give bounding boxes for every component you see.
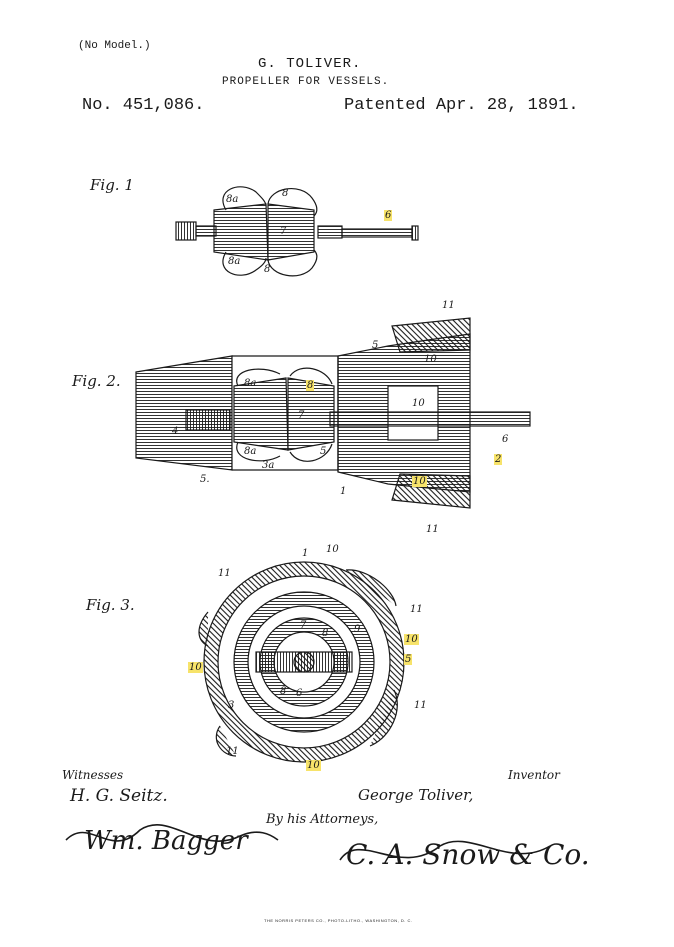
fig2-ref-10-mid: 10 (412, 398, 425, 409)
patent-date: Patented Apr. 28, 1891. (344, 96, 579, 115)
fig2-ref-5-mid: 5 (320, 446, 327, 457)
witnesses-label: Witnesses (62, 768, 124, 782)
fig3-ref-1: 1 (302, 548, 309, 559)
fig2-ref-2: 2 (494, 454, 503, 465)
inventor-title: G. TOLIVER. (258, 56, 362, 72)
fig3-ref-11-right-2: 11 (414, 700, 427, 711)
fig2-ref-8a-top: 8a (244, 378, 257, 389)
figure-3-label: Fig. 3. (86, 596, 135, 614)
fig3-ref-9: 9 (354, 624, 361, 635)
fig2-ref-8: 8 (306, 380, 315, 391)
fig3-ref-8-a: 8 (322, 628, 329, 639)
fig3-ref-10-right: 10 (404, 634, 419, 645)
fig1-ref-8-top: 8 (282, 188, 289, 199)
fig2-ref-4: 4 (172, 426, 179, 437)
figure-2-label: Fig. 2. (72, 372, 121, 390)
figure-1-label: Fig. 1 (90, 176, 134, 194)
fig3-ref-7: 7 (300, 620, 307, 631)
fig2-ref-11-top: 11 (442, 300, 455, 311)
figure-2-drawing (135, 317, 531, 509)
fig3-ref-3: 3 (228, 700, 235, 711)
attorney-signature: C. A. Snow & Co. (346, 838, 590, 871)
invention-title: PROPELLER FOR VESSELS. (222, 76, 390, 88)
fig1-ref-8a-bottom: 8a (228, 256, 241, 267)
model-note: (No Model.) (78, 40, 151, 52)
fig3-ref-10-top: 10 (326, 544, 339, 555)
figure-1-drawing (175, 186, 419, 277)
fig2-ref-5-top: 5 (372, 340, 379, 351)
fig1-ref-8-bottom: 8 (264, 264, 271, 275)
fig2-ref-6: 6 (502, 434, 509, 445)
fig3-ref-11-right-1: 11 (410, 604, 423, 615)
fig2-ref-1: 1 (340, 486, 347, 497)
inventor-label: Inventor (508, 768, 560, 782)
patent-number: No. 451,086. (82, 96, 205, 115)
fig2-ref-11-bottom: 11 (426, 524, 439, 535)
fig3-ref-8-b: 8 (280, 686, 287, 697)
fig2-ref-3a: 3a (262, 460, 275, 471)
fig2-ref-10-bottom: 10 (412, 476, 427, 487)
fig2-ref-8a-bottom: 8a (244, 446, 257, 457)
fig3-ref-11-bottom-left: 11 (226, 746, 239, 757)
printer-credit: THE NORRIS PETERS CO., PHOTO-LITHO., WAS… (264, 918, 413, 923)
fig3-ref-5: 5 (404, 654, 413, 665)
fig3-ref-10-bottom: 10 (306, 760, 321, 771)
fig2-ref-5-bottom: 5. (200, 474, 210, 485)
witness-1-signature: H. G. Seitz. (70, 786, 168, 806)
fig2-ref-10-top: 10 (424, 354, 437, 365)
witness-2-signature: Wm. Bagger (84, 826, 248, 856)
figure-3-drawing (198, 561, 405, 763)
fig3-ref-11-top-left: 11 (218, 568, 231, 579)
signature-flourishes (65, 824, 551, 861)
fig3-ref-10-left: 10 (188, 662, 203, 673)
fig1-ref-8a-top: 8a (226, 194, 239, 205)
attorneys-label: By his Attorneys, (266, 812, 379, 827)
fig1-ref-7: 7 (280, 226, 287, 237)
fig1-ref-6: 6 (384, 210, 393, 221)
fig3-ref-6: 6 (296, 688, 303, 699)
fig2-ref-7: 7 (298, 410, 305, 421)
inventor-signature: George Toliver, (358, 786, 474, 804)
